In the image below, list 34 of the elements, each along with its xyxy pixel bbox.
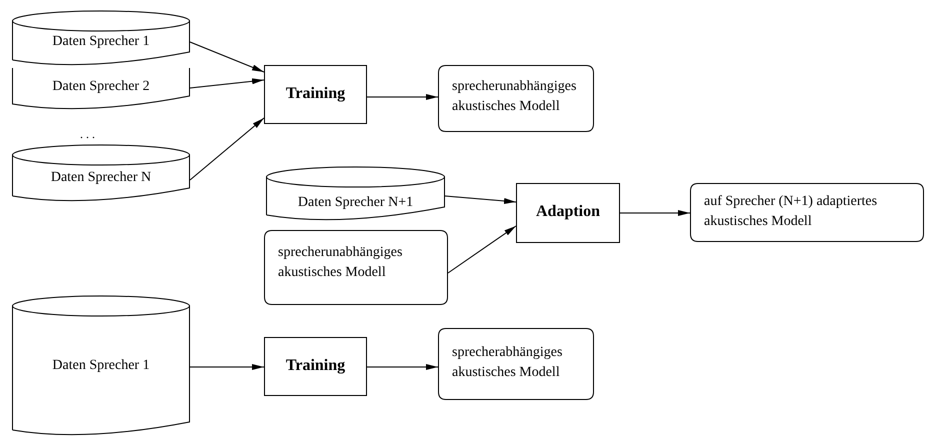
model-box (438, 328, 594, 400)
node-label: Daten Sprecher 1 (51, 357, 151, 375)
arrow (620, 210, 690, 216)
model-box (264, 230, 448, 305)
node-label: sprecherabhängiges akustisches Modell (452, 344, 564, 382)
ellipsis-label: . . . (80, 126, 95, 143)
arrow (448, 226, 516, 274)
node-label: Adaption (534, 202, 602, 222)
node-label: auf Sprecher (N+1) adaptiertes akustisches Modell (704, 193, 878, 231)
node-label: Training (284, 84, 346, 104)
node-label: Training (284, 356, 346, 376)
process-box (516, 183, 620, 243)
arrow (190, 42, 264, 72)
arrow (366, 364, 438, 370)
node-label: sprecherunabhängiges akustisches Modell (278, 244, 404, 282)
arrow (190, 364, 264, 370)
database-cylinder (266, 166, 445, 223)
process-box (264, 65, 367, 124)
process-box (264, 337, 367, 396)
node-label: Daten Sprecher 2 (51, 78, 151, 96)
database-cylinder (12, 295, 190, 438)
database-cylinder (12, 10, 190, 68)
node-label: Daten Sprecher N (50, 169, 152, 187)
node-label: sprecherunabhängiges akustisches Modell (452, 78, 578, 116)
arrow (444, 196, 516, 204)
database-cylinder (12, 144, 190, 204)
model-box (690, 183, 924, 242)
arrow (366, 94, 438, 100)
database-segment (12, 65, 190, 112)
node-label: Daten Sprecher N+1 (296, 194, 414, 212)
node-label: Daten Sprecher 1 (51, 33, 151, 51)
arrow (190, 118, 264, 180)
model-box (438, 65, 594, 132)
arrow (190, 78, 264, 88)
